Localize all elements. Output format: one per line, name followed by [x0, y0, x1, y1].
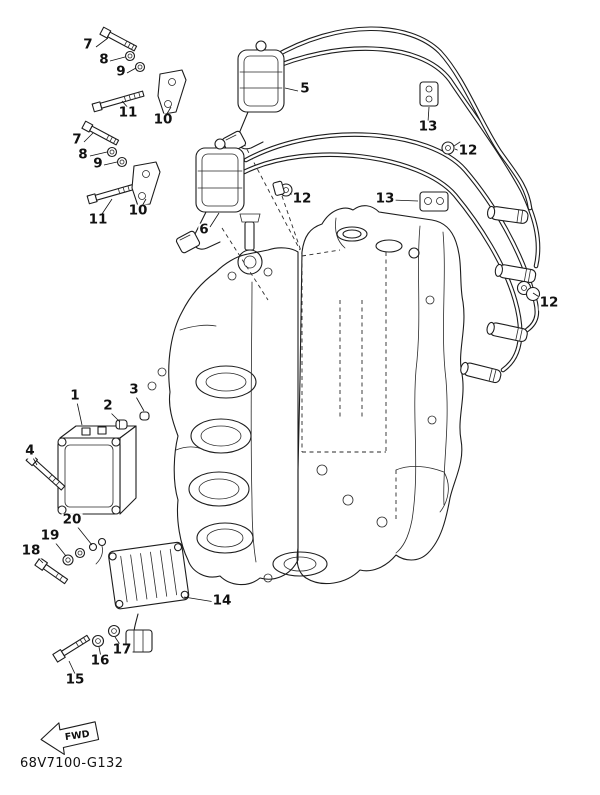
ignition-coil-5 [221, 40, 285, 154]
cdi-unit [25, 411, 150, 515]
hardware-group-lower [81, 120, 161, 207]
hardware-group-upper [91, 26, 187, 115]
spark-plug-wires [241, 26, 541, 373]
dashed-guide-lines [221, 135, 387, 453]
ignition-coil-6 [175, 138, 245, 254]
engine-block [296, 205, 465, 585]
rectifier-regulator [108, 541, 190, 653]
wire-clamp-12-right [516, 280, 541, 302]
engine-powerhead [147, 213, 328, 586]
wire-bracket-13-mid [419, 191, 449, 212]
wire-clamp-12-center [272, 180, 293, 197]
wire-clamp-13-top [419, 81, 439, 107]
hardware-18-19-20 [34, 537, 107, 585]
fwd-arrow-label: FWD [64, 729, 90, 743]
spark-plug-caps [460, 205, 537, 384]
fwd-arrow: FWD [40, 721, 100, 755]
callout-leader-lines [31, 37, 545, 677]
hardware-15-16-17 [52, 624, 121, 663]
grommet-2 [115, 419, 128, 430]
collar-3 [139, 411, 150, 421]
diagram-code: 68V7100-G132 [20, 756, 124, 771]
wire-clamp-12-upper-right [441, 141, 461, 155]
